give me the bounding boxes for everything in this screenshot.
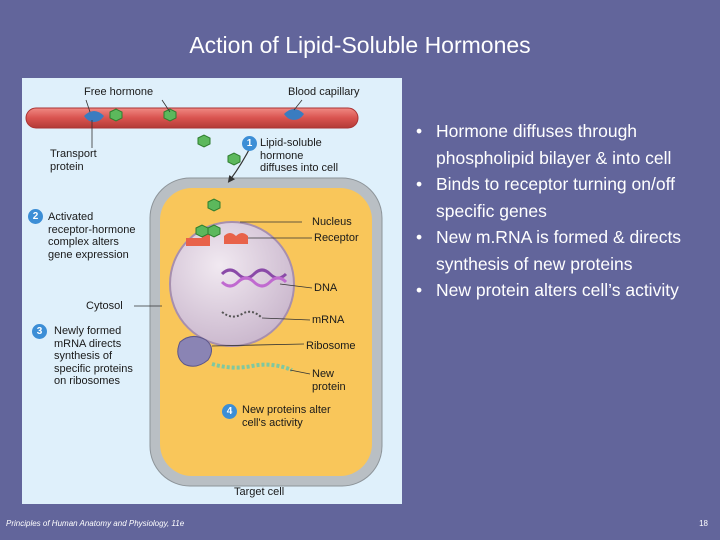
label-transport-protein: Transport protein xyxy=(50,148,97,173)
transport-protein-left xyxy=(84,111,104,122)
mrna xyxy=(221,310,263,319)
receptor-complex-1 xyxy=(186,234,210,246)
label-target-cell: Target cell xyxy=(234,486,285,498)
bullet-list: Hormone diffuses through phospholipid bi… xyxy=(416,118,716,304)
step-badge-3: 3 xyxy=(32,324,47,339)
slide-title: Action of Lipid-Soluble Hormones xyxy=(189,32,531,58)
hormone-crossing xyxy=(227,152,241,166)
label-receptor: Receptor xyxy=(314,232,359,244)
receptor-complex-2 xyxy=(224,233,248,244)
page-number: 18 xyxy=(699,519,708,528)
label-step-1: Lipid-soluble hormone diffuses into cell xyxy=(260,137,339,174)
blood-capillary xyxy=(25,107,359,129)
hormone-in-capillary-1 xyxy=(109,108,123,122)
label-dna: DNA xyxy=(314,282,338,294)
nucleus xyxy=(169,221,295,347)
label-new-protein: New protein xyxy=(312,368,346,393)
bullet-item: New protein alters cell’s activity xyxy=(416,277,716,304)
figure-illustration xyxy=(25,99,383,487)
hormone-in-cytosol xyxy=(207,198,221,212)
label-step-3: Newly formed mRNA directs synthesis of s… xyxy=(54,325,133,387)
label-free-hormone: Free hormone xyxy=(84,86,154,98)
footer-source: Principles of Human Anatomy and Physiolo… xyxy=(6,519,185,528)
hormone-outside xyxy=(197,134,211,148)
label-mrna: mRNA xyxy=(312,314,345,326)
step-badge-2: 2 xyxy=(28,209,43,224)
bullet-item: Binds to receptor turning on/off specifi… xyxy=(416,171,716,224)
ribosome-shape xyxy=(177,336,212,367)
label-ribosome: Ribosome xyxy=(306,340,356,352)
step-badge-4: 4 xyxy=(222,404,237,419)
label-step-2: Activated receptor-hormone complex alter… xyxy=(48,211,136,261)
label-cytosol: Cytosol xyxy=(86,300,123,312)
bullet-item: Hormone diffuses through phospholipid bi… xyxy=(416,118,716,171)
step-badge-1: 1 xyxy=(242,136,257,151)
label-blood-capillary: Blood capillary xyxy=(288,86,360,98)
hormone-figure: Free hormone Blood capillary Transport p… xyxy=(22,78,402,504)
label-step-4: New proteins alter cell's activity xyxy=(242,404,331,429)
hormone-in-capillary-2 xyxy=(163,108,177,122)
transport-protein-right xyxy=(284,109,304,120)
bullet-item: New m.RNA is formed & directs synthesis … xyxy=(416,224,716,277)
new-protein-chain xyxy=(211,362,293,372)
label-nucleus: Nucleus xyxy=(312,216,352,228)
